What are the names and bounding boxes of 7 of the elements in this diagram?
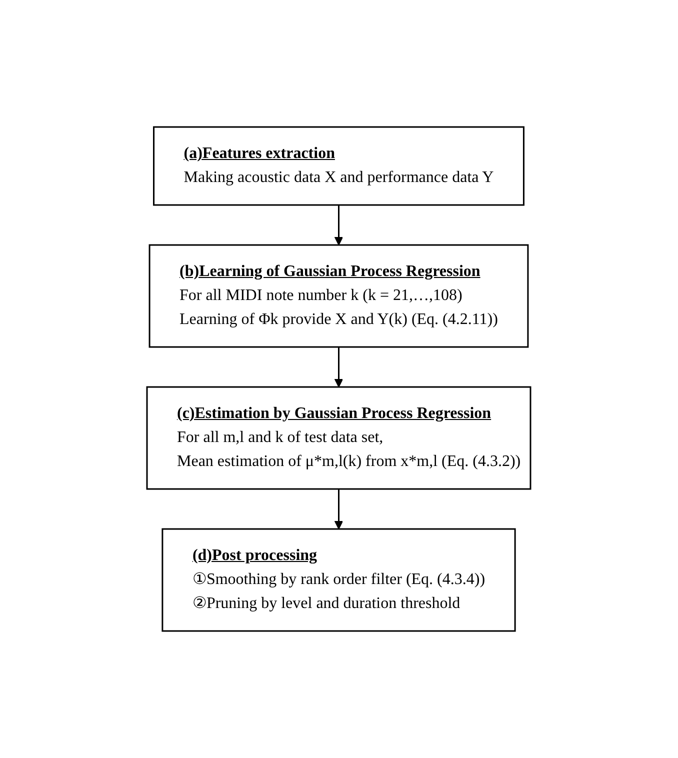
arrow (334, 489, 344, 530)
node-box: (d)Post processing ①Smoothing by rank order filter (Eq. (4.3.4)) ②Pruning by level and duration threshold (162, 528, 516, 632)
arrow (334, 347, 344, 388)
node-box: (c)Estimation by Gaussian Process Regression For all m,l and k of test data set, Mean estimation of μ*m,l(k) from x*m,l (Eq. (4.3.2)) (146, 386, 532, 490)
arrow (334, 205, 344, 246)
node-box: (a)Features extraction Making acoustic data X and performance data Y (153, 126, 525, 206)
node-box: (b)Learning of Gaussian Process Regression For all MIDI note number k (k = 21,…,108) Learning of Φk provide X and Y(k) (Eq. (4.2.11)) (149, 244, 529, 348)
